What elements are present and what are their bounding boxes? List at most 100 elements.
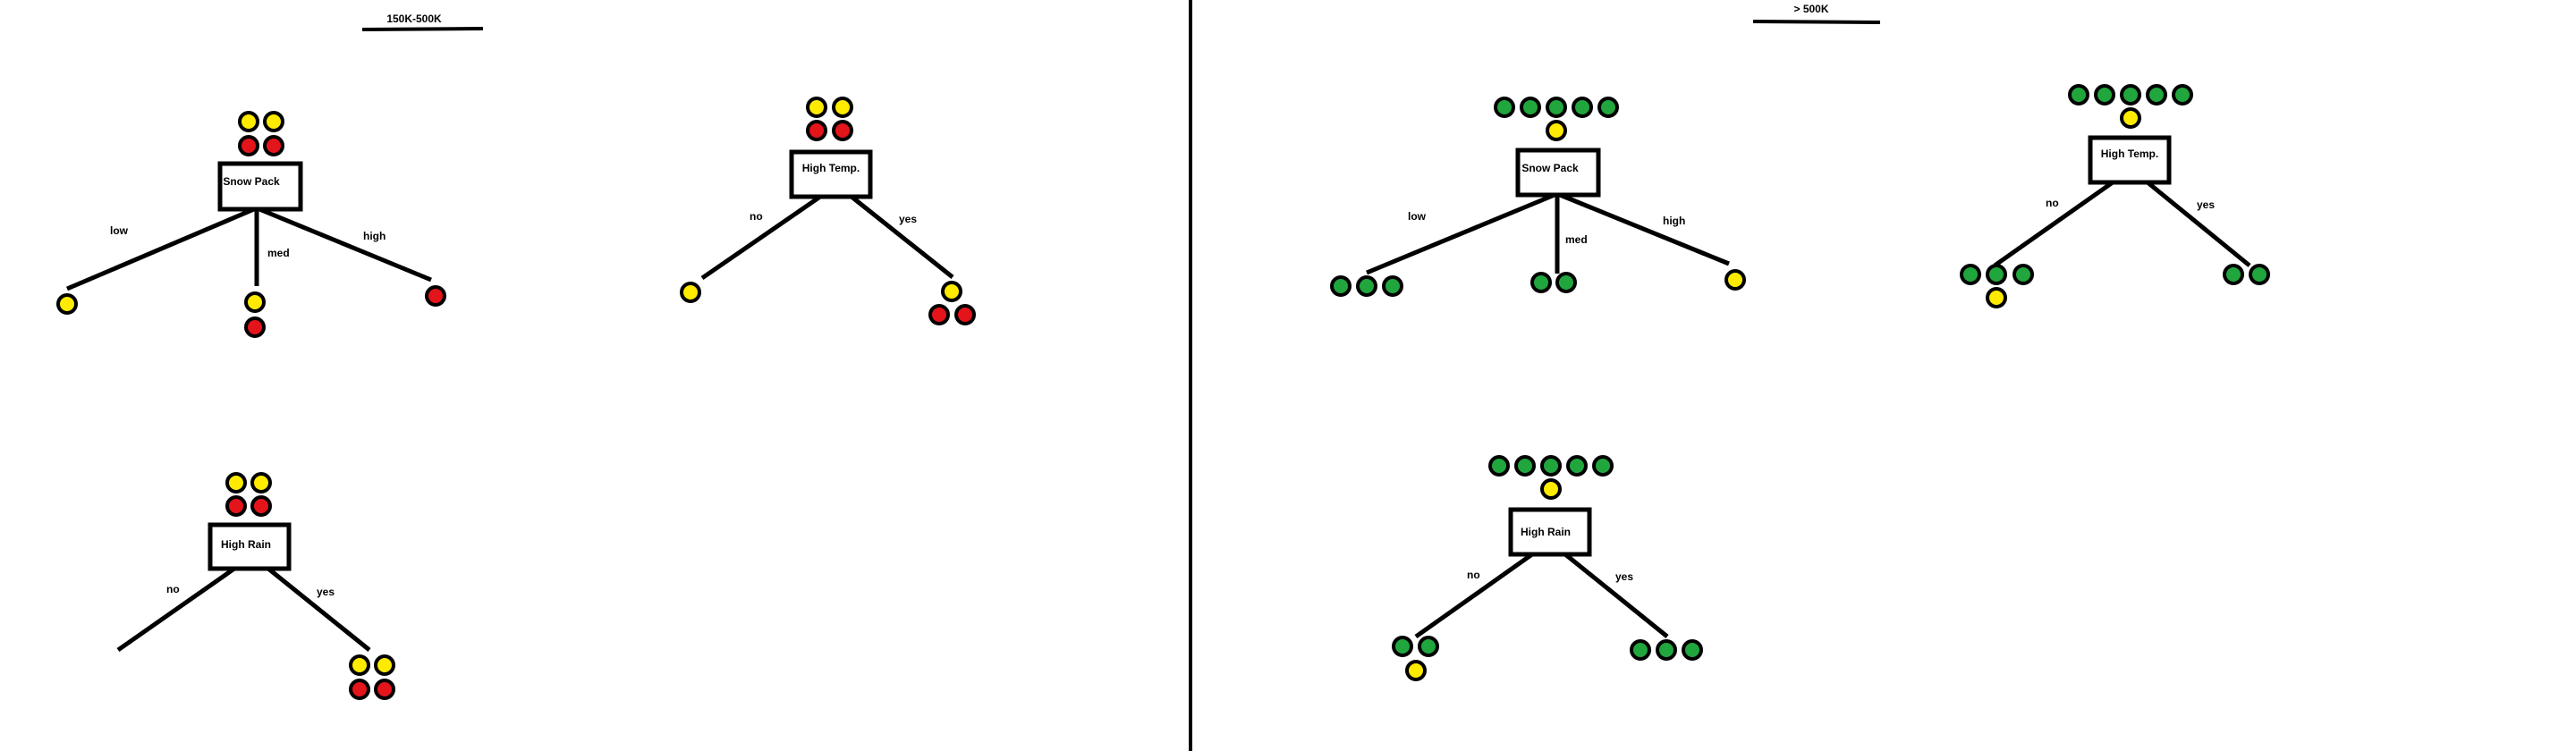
dot [425, 285, 446, 307]
dot [1682, 639, 1703, 661]
branch-label: low [110, 224, 129, 237]
dot [2120, 107, 2141, 129]
dot [1382, 275, 1403, 297]
branch-label: no [750, 210, 763, 223]
dot [1592, 455, 1614, 477]
dot [1330, 275, 1352, 297]
dot [1520, 97, 1541, 118]
dot [1572, 97, 1593, 118]
dot [1960, 264, 1981, 285]
dot [56, 293, 78, 315]
branch-label: yes [317, 586, 335, 598]
dot [2120, 84, 2141, 105]
dot [2223, 264, 2244, 285]
branch-label: no [166, 583, 180, 595]
dot [1356, 275, 1377, 297]
dot [1494, 97, 1515, 118]
dot [680, 282, 701, 303]
dot [225, 472, 247, 494]
node-label: High Rain [221, 538, 271, 551]
dot [1530, 272, 1552, 293]
node-label: High Rain [1521, 526, 1571, 538]
node-label: High Temp. [802, 162, 860, 174]
dot [1724, 269, 1746, 291]
dot [1540, 455, 1562, 477]
edge [258, 207, 432, 283]
dot [2094, 84, 2115, 105]
dot [1546, 120, 1567, 141]
branch-label: med [1565, 233, 1588, 246]
dot [250, 495, 272, 517]
edge [1993, 180, 2114, 268]
tree-high-temp-150k-500k: High Temp. no yes [680, 97, 976, 325]
branch-label: no [2046, 197, 2059, 209]
dot-group-top [1488, 455, 1614, 500]
dot [1405, 660, 1427, 681]
edge [700, 194, 822, 281]
dot [832, 120, 853, 141]
tree-snow-pack-150k-500k: Snow Pack low med high [56, 111, 446, 338]
tree-high-rain-150k-500k: High Rain no yes [116, 472, 395, 700]
dot [2068, 84, 2089, 105]
branch-label: yes [2197, 198, 2215, 211]
tree-high-temp-over-500k: High Temp. no yes [1960, 84, 2270, 308]
dot [1986, 264, 2007, 285]
dot [1488, 455, 1510, 477]
edge [2146, 181, 2251, 267]
dot [2172, 84, 2193, 105]
dot [349, 679, 370, 700]
edge [1559, 192, 1730, 266]
dot [244, 316, 266, 338]
branch-label: low [1408, 210, 1427, 223]
node-box [789, 149, 873, 199]
dot [832, 97, 853, 118]
dot [1630, 639, 1651, 661]
branch-label: yes [899, 213, 917, 225]
dot-group-top [806, 97, 853, 141]
dot [806, 120, 827, 141]
dot [225, 495, 247, 517]
edge [1414, 552, 1534, 639]
dot-group-top [238, 111, 284, 156]
dot [1546, 97, 1567, 118]
node-label: High Temp. [2101, 148, 2158, 160]
edge [267, 567, 371, 652]
dot [1566, 455, 1588, 477]
edge [850, 195, 954, 279]
dot [250, 472, 272, 494]
tree-snow-pack-over-500k: Snow Pack low med high [1330, 97, 1746, 297]
right-panel-title: > 500K [1793, 3, 1828, 15]
left-title-underline [361, 27, 484, 31]
dot [374, 679, 395, 700]
dot [1540, 478, 1562, 500]
dot [1656, 639, 1677, 661]
dot [954, 304, 976, 325]
dot-group-top [2068, 84, 2193, 129]
node-label: Snow Pack [223, 175, 280, 188]
dot [941, 281, 962, 302]
branch-label: yes [1615, 570, 1633, 583]
dot [2249, 264, 2270, 285]
dot [2012, 264, 2034, 285]
dot [928, 304, 950, 325]
dot [238, 111, 259, 132]
edge [1563, 553, 1669, 638]
edge [116, 566, 236, 653]
dot [1514, 455, 1536, 477]
edge [66, 207, 255, 291]
branch-label: med [267, 247, 290, 259]
branch-label: high [363, 230, 386, 242]
dot [238, 135, 259, 156]
node-box [2088, 135, 2172, 185]
dot-group-top [225, 472, 272, 517]
dot [244, 291, 266, 313]
node-label: Snow Pack [1521, 162, 1579, 174]
node-box [1508, 507, 1592, 557]
dot-group-top [1494, 97, 1619, 141]
left-panel-title: 150K-500K [386, 13, 442, 25]
dot [374, 654, 395, 676]
dot [1418, 636, 1439, 657]
branch-label: high [1663, 215, 1685, 227]
dot [1392, 636, 1413, 657]
